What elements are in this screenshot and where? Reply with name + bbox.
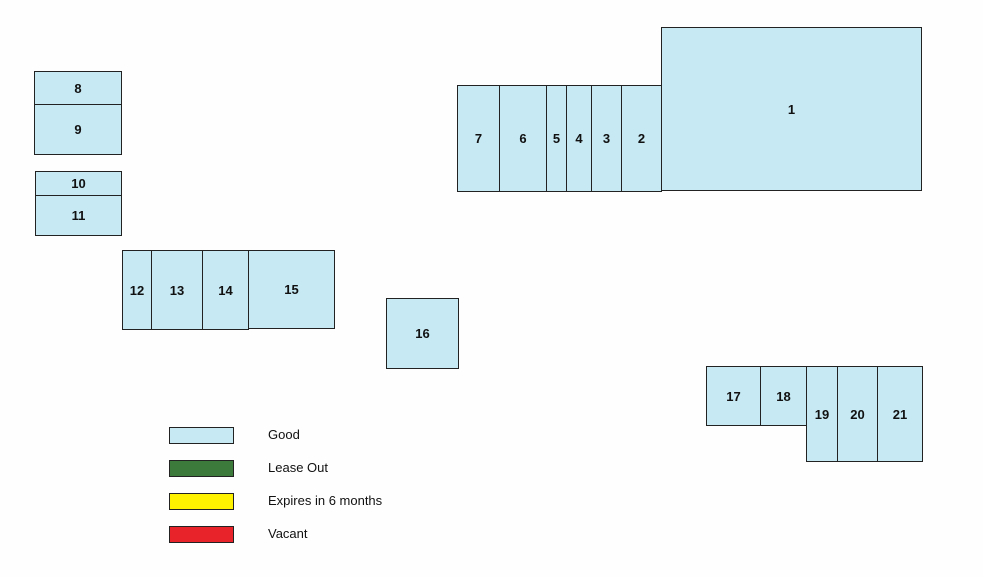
legend-swatch-vacant <box>169 526 234 543</box>
unit-1[interactable]: 1 <box>661 27 922 191</box>
legend-label-expires: Expires in 6 months <box>268 493 383 508</box>
unit-10[interactable]: 10 <box>35 171 122 196</box>
unit-2[interactable]: 2 <box>621 85 662 192</box>
unit-20[interactable]: 20 <box>837 366 878 462</box>
legend-label-vacant: Vacant <box>268 526 308 541</box>
unit-3[interactable]: 3 <box>591 85 622 192</box>
unit-9[interactable]: 9 <box>34 104 122 155</box>
legend-swatch-lease-out <box>169 460 234 477</box>
unit-6[interactable]: 6 <box>499 85 547 192</box>
unit-16[interactable]: 16 <box>386 298 459 369</box>
unit-8[interactable]: 8 <box>34 71 122 105</box>
unit-12[interactable]: 12 <box>122 250 152 330</box>
unit-19[interactable]: 19 <box>806 366 838 462</box>
legend-label-good: Good <box>268 427 300 442</box>
unit-4[interactable]: 4 <box>566 85 592 192</box>
legend-swatch-expires <box>169 493 234 510</box>
unit-14[interactable]: 14 <box>202 250 249 330</box>
unit-18[interactable]: 18 <box>760 366 807 426</box>
unit-13[interactable]: 13 <box>151 250 203 330</box>
unit-15[interactable]: 15 <box>248 250 335 329</box>
unit-21[interactable]: 21 <box>877 366 923 462</box>
unit-11[interactable]: 11 <box>35 195 122 236</box>
legend-swatch-good <box>169 427 234 444</box>
unit-17[interactable]: 17 <box>706 366 761 426</box>
unit-7[interactable]: 7 <box>457 85 500 192</box>
unit-5[interactable]: 5 <box>546 85 567 192</box>
legend-label-lease-out: Lease Out <box>268 460 328 475</box>
